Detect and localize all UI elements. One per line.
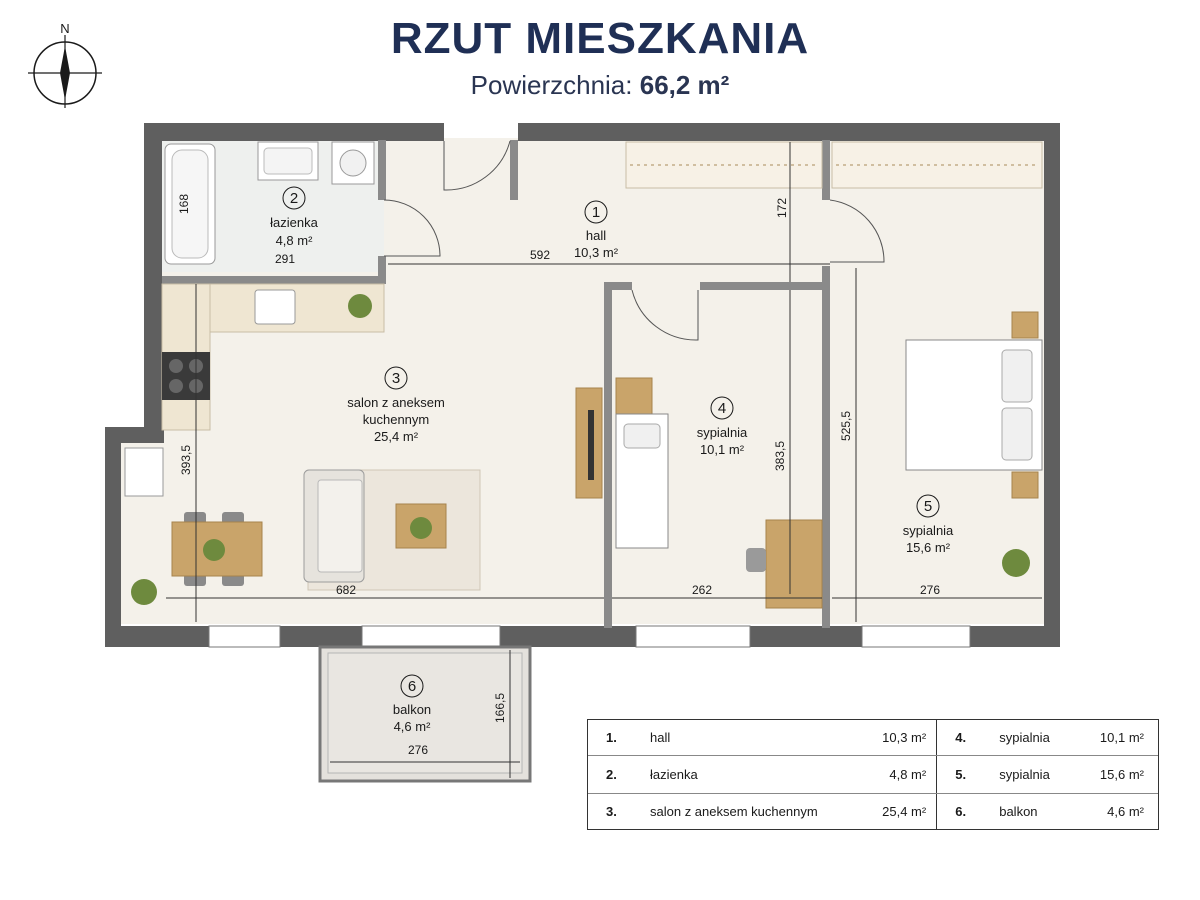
plant-icon xyxy=(1002,549,1030,577)
dim-salon-height: 393,5 xyxy=(179,445,193,475)
balcony xyxy=(318,645,532,783)
svg-text:balkon: balkon xyxy=(393,702,431,717)
table-row: 1. hall 10,3 m² 4. sypialnia 10,1 m² xyxy=(588,720,1158,757)
bedroom4-door xyxy=(631,289,699,341)
washing-machine xyxy=(331,141,375,185)
area-summary: Powierzchnia: 66,2 m² xyxy=(0,70,1200,101)
svg-text:6: 6 xyxy=(408,678,416,695)
table-row: 2. łazienka 4,8 m² 5. sypialnia 15,6 m² xyxy=(588,755,1158,794)
svg-text:łazienka: łazienka xyxy=(270,215,318,230)
entrance-door xyxy=(443,140,511,191)
area-label: Powierzchnia: xyxy=(470,70,633,100)
tv-unit xyxy=(575,387,603,499)
bed-double xyxy=(905,311,1043,499)
kitchen-counter xyxy=(124,283,385,497)
dim-bed4-width: 262 xyxy=(692,583,712,597)
svg-text:sypialnia: sypialnia xyxy=(697,425,748,440)
svg-text:10,3 m²: 10,3 m² xyxy=(574,245,619,260)
dim-bed4-height: 383,5 xyxy=(773,441,787,471)
room-label-1: 1 hall 10,3 m² xyxy=(574,200,619,260)
svg-text:salon z aneksem: salon z aneksem xyxy=(347,395,445,410)
dim-bed5-width: 276 xyxy=(920,583,940,597)
svg-text:10,1 m²: 10,1 m² xyxy=(700,442,745,457)
plant-icon xyxy=(131,579,157,605)
room-label-2: 2 łazienka 4,8 m² xyxy=(270,186,319,248)
compass-north-label: N xyxy=(60,21,69,36)
svg-text:hall: hall xyxy=(586,228,606,243)
wardrobe-bedroom xyxy=(831,141,1043,189)
bedroom5-door xyxy=(829,199,885,263)
compass-icon: N xyxy=(28,21,102,108)
plant-icon xyxy=(203,539,225,561)
room-label-4: 4 sypialnia 10,1 m² xyxy=(697,396,748,457)
dimension-labels: 592 172 291 168 682 393,5 262 383,5 276 … xyxy=(177,194,940,757)
dim-hall-height: 172 xyxy=(775,198,789,218)
bed-single xyxy=(615,377,669,549)
coffee-table xyxy=(395,503,447,549)
dim-bath-height: 168 xyxy=(177,194,191,214)
walls xyxy=(105,123,1060,647)
svg-text:25,4 m²: 25,4 m² xyxy=(374,429,419,444)
dim-balcony-height: 166,5 xyxy=(493,693,507,723)
svg-text:sypialnia: sypialnia xyxy=(903,523,954,538)
room-label-3: 3 salon z aneksem kuchennym 25,4 m² xyxy=(347,366,445,444)
room-label-5: 5 sypialnia 15,6 m² xyxy=(903,494,954,555)
svg-text:4,6 m²: 4,6 m² xyxy=(394,719,432,734)
svg-text:5: 5 xyxy=(924,498,932,515)
bathtub xyxy=(164,143,216,265)
plant-icon xyxy=(348,294,372,318)
area-value: 66,2 m² xyxy=(639,70,730,100)
svg-text:4,8 m²: 4,8 m² xyxy=(276,233,314,248)
plant-icon xyxy=(410,517,432,539)
svg-text:3: 3 xyxy=(392,370,400,387)
svg-text:1: 1 xyxy=(592,204,600,221)
sofa xyxy=(303,469,365,583)
svg-text:2: 2 xyxy=(290,190,298,207)
dim-balcony-width: 276 xyxy=(408,743,428,757)
svg-text:4: 4 xyxy=(718,400,726,417)
table-row: 3. salon z aneksem kuchennym 25,4 m² 6. … xyxy=(588,793,1158,829)
windows xyxy=(208,625,971,648)
dimension-lines xyxy=(166,142,1042,778)
dim-hall-width: 592 xyxy=(530,248,550,262)
room-legend-table: 1. hall 10,3 m² 4. sypialnia 10,1 m² 2. … xyxy=(587,719,1159,830)
dim-bath-width: 291 xyxy=(275,252,295,266)
desk xyxy=(746,519,823,609)
bathroom-sink xyxy=(257,141,319,181)
dim-salon-width: 682 xyxy=(336,583,356,597)
svg-text:kuchennym: kuchennym xyxy=(363,412,429,427)
page-title: RZUT MIESZKANIA xyxy=(390,14,810,63)
svg-text:15,6 m²: 15,6 m² xyxy=(906,540,951,555)
room-label-6: 6 balkon 4,6 m² xyxy=(393,674,432,734)
bathroom-door xyxy=(383,199,441,257)
wardrobe-hall xyxy=(625,141,823,189)
dim-bed5-height: 525,5 xyxy=(839,411,853,441)
